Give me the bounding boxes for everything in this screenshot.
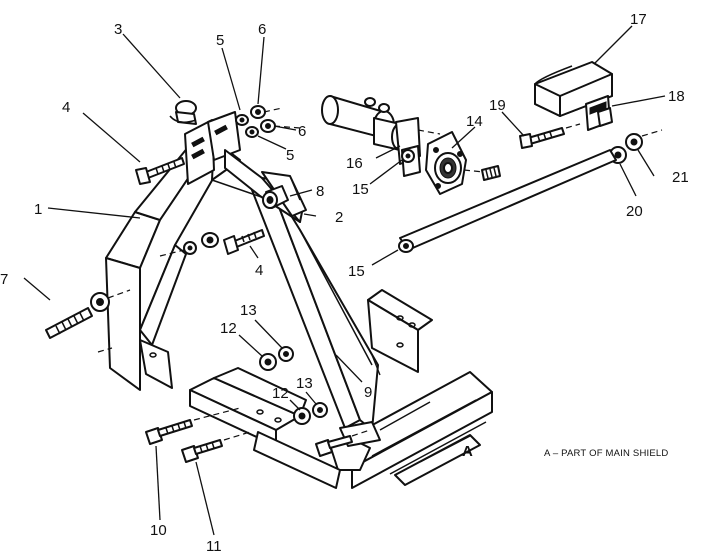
bottom-brackets bbox=[189, 367, 341, 489]
callout-6-lower: 6 bbox=[298, 123, 306, 140]
callout-17: 17 bbox=[630, 11, 647, 28]
nuts-12-13-upper bbox=[259, 346, 294, 371]
sprocket-14 bbox=[425, 131, 485, 195]
bolt-11 bbox=[181, 431, 251, 463]
bolt-4-middle bbox=[159, 229, 265, 257]
callout-10: 10 bbox=[150, 522, 167, 539]
callout-21: 21 bbox=[672, 169, 689, 186]
bolt-4-upper bbox=[135, 157, 185, 185]
callout-12-lower: 12 bbox=[272, 385, 289, 402]
callout-4-middle: 4 bbox=[255, 262, 263, 279]
callout-9: 9 bbox=[364, 384, 372, 401]
nuts-20-21 bbox=[609, 129, 663, 164]
callout-14: 14 bbox=[466, 113, 483, 130]
callout-1: 1 bbox=[34, 201, 42, 218]
bolt-7 bbox=[45, 289, 131, 353]
callout-5-lower: 5 bbox=[286, 147, 294, 164]
callout-3: 3 bbox=[114, 21, 122, 38]
shaft-16 bbox=[321, 95, 441, 177]
callout-6-upper: 6 bbox=[258, 21, 266, 38]
callout-13-lower: 13 bbox=[296, 375, 313, 392]
spacer-8 bbox=[262, 185, 289, 209]
bolt-19 bbox=[519, 123, 581, 149]
main-shield bbox=[329, 371, 493, 489]
clip-18 bbox=[585, 95, 613, 131]
part-3 bbox=[169, 100, 197, 125]
callout-2: 2 bbox=[335, 209, 343, 226]
callout-13-upper: 13 bbox=[240, 302, 257, 319]
callout-20: 20 bbox=[626, 203, 643, 220]
callout-8: 8 bbox=[316, 183, 324, 200]
callout-7: 7 bbox=[0, 271, 8, 288]
legend-note: A – PART OF MAIN SHIELD bbox=[544, 448, 668, 459]
cover-17 bbox=[534, 61, 613, 117]
callout-5-upper: 5 bbox=[216, 32, 224, 49]
view-marker-a: A bbox=[462, 443, 473, 460]
callout-15-upper: 15 bbox=[352, 181, 369, 198]
washers-nuts-5-6 bbox=[235, 105, 301, 138]
callout-15-lower: 15 bbox=[348, 263, 365, 280]
bolt-lower-right bbox=[315, 429, 371, 457]
callout-18: 18 bbox=[668, 88, 685, 105]
callout-4-upper: 4 bbox=[62, 99, 70, 116]
guide-plate-15 bbox=[398, 149, 617, 253]
nuts-12-13-lower bbox=[293, 402, 328, 425]
callout-12-upper: 12 bbox=[220, 320, 237, 337]
bolt-sprocket bbox=[481, 165, 501, 181]
callout-16: 16 bbox=[346, 155, 363, 172]
callout-11: 11 bbox=[206, 538, 222, 555]
right-bracket bbox=[367, 289, 433, 373]
callout-labels: 3 4 1 5 6 6 5 7 8 2 4 9 12 13 12 13 10 1… bbox=[0, 11, 689, 555]
bolt-10 bbox=[145, 407, 241, 445]
leader-lines bbox=[23, 25, 666, 536]
callout-19: 19 bbox=[489, 97, 506, 114]
